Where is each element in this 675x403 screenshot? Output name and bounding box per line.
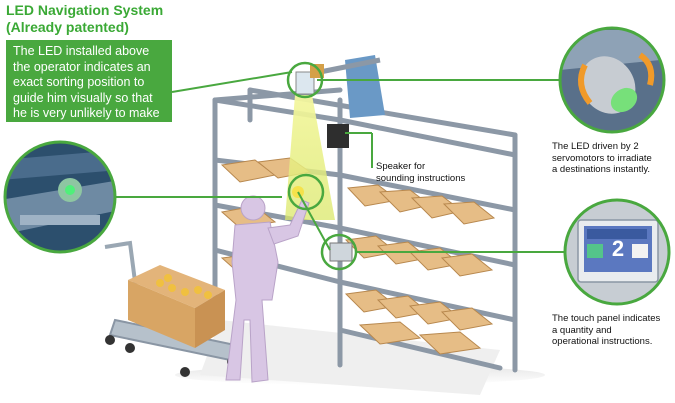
callout-speaker-line-2: sounding instructions <box>376 172 466 184</box>
panel-screen-digit: 2 <box>611 236 625 261</box>
inset-conveyor <box>3 140 117 254</box>
callout-led-driver-line-1: The LED driven by 2 <box>552 141 639 152</box>
title-line-1: LED Navigation System <box>6 2 164 18</box>
touch-panel-unit <box>329 242 353 262</box>
callout-touch-panel: The touch panel indicates a quantity and… <box>552 313 660 348</box>
inset-touch-panel <box>563 198 671 306</box>
callout-touch-panel-line-1: The touch panel indicates <box>552 313 661 324</box>
callout-lines <box>112 71 570 253</box>
page-title: LED Navigation System (Already patented) <box>6 2 163 36</box>
callout-led-driver-line-2: servomotors to irradiate <box>552 152 652 164</box>
speaker-box <box>327 124 349 148</box>
inset-led-servo <box>558 26 666 134</box>
intro-box: The LED installed above the operator ind… <box>6 40 172 136</box>
intro-text: The LED installed above the operator ind… <box>13 44 160 136</box>
focus-markers <box>286 61 358 271</box>
callout-speaker-line-1: Speaker for <box>376 161 426 172</box>
callout-speaker: Speaker for sounding instructions <box>376 161 465 184</box>
title-line-2: (Already patented) <box>6 19 129 35</box>
callout-touch-panel-line-2: a quantity and <box>552 324 612 336</box>
callout-led-driver-line-3: a destinations instantly. <box>552 164 651 175</box>
operator <box>225 195 310 383</box>
callout-touch-panel-line-3: operational instructions. <box>552 336 653 347</box>
led-arm <box>295 55 385 118</box>
cart <box>104 240 237 377</box>
callout-led-driver: The LED driven by 2 servomotors to irrad… <box>552 141 652 176</box>
